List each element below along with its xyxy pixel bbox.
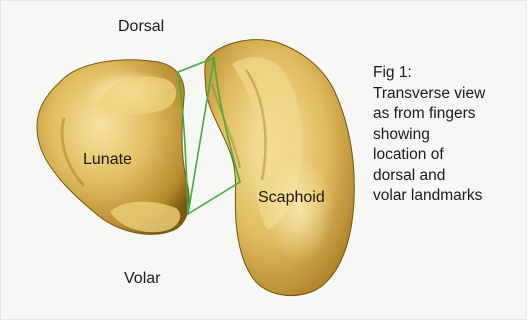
lunate-bone	[37, 60, 189, 235]
volar-label: Volar	[124, 271, 160, 287]
caption-line: as from fingers	[373, 104, 485, 125]
caption-line: Transverse view	[373, 84, 485, 105]
caption-line: location of	[373, 145, 485, 166]
scaphoid-bone	[205, 40, 354, 296]
caption-line: showing	[373, 125, 485, 146]
figure-caption: Fig 1: Transverse view as from fingers s…	[373, 63, 485, 207]
caption-line: volar landmarks	[373, 186, 485, 207]
caption-title: Fig 1:	[373, 63, 485, 84]
lunate-label: Lunate	[83, 152, 132, 168]
caption-line: dorsal and	[373, 166, 485, 187]
scaphoid-label: Scaphoid	[258, 190, 325, 206]
volar-landmark-line	[188, 182, 240, 214]
dorsal-label: Dorsal	[118, 19, 164, 35]
diagonal-landmark-line	[188, 58, 214, 214]
